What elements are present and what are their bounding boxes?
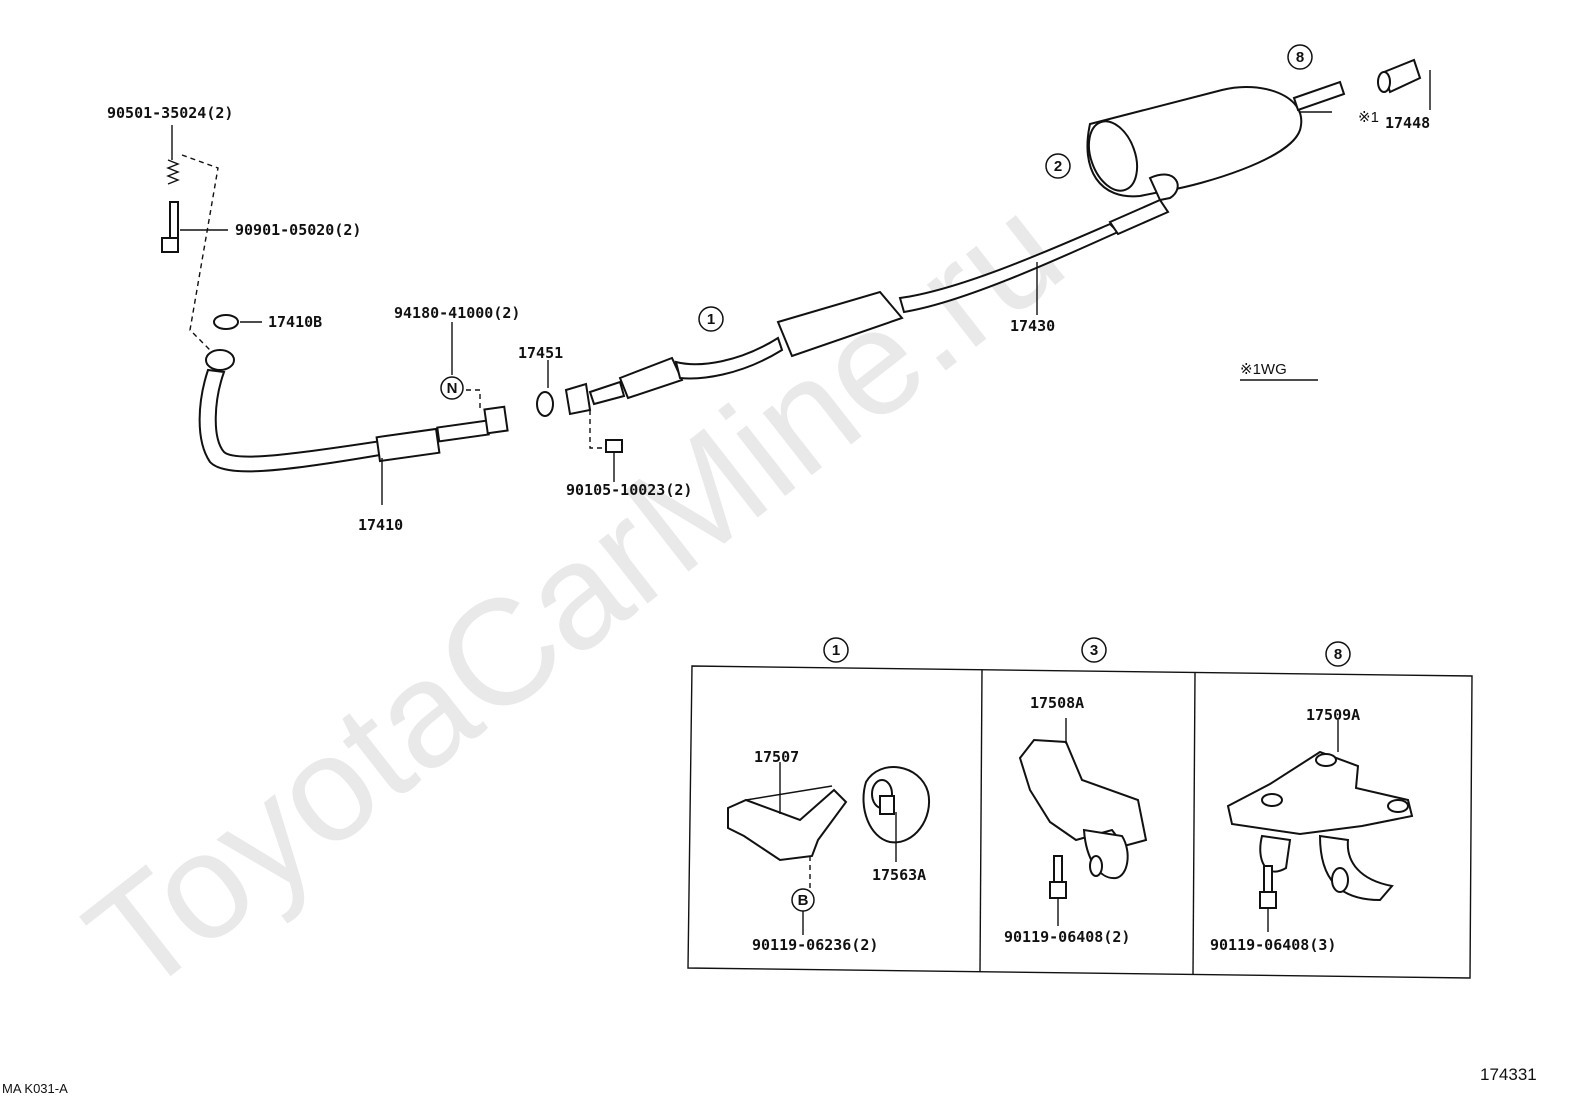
figure-number: 174331: [1480, 1065, 1537, 1084]
part-label-90501: 90501-35024(2): [107, 104, 233, 122]
gasket-17410b: [213, 314, 262, 330]
svg-text:3: 3: [1090, 642, 1098, 659]
diagram-code: MA K031-A: [2, 1081, 68, 1096]
nut-callout-n: N: [440, 322, 481, 410]
callout-8-upper: 8: [1287, 44, 1313, 70]
svg-text:B: B: [798, 892, 809, 909]
part-label-90119-06408-3: 90119-06408(3): [1210, 936, 1336, 954]
svg-text:8: 8: [1296, 49, 1304, 66]
part-label-94180: 94180-41000(2): [394, 304, 520, 322]
detail-box: [687, 665, 1473, 979]
part-label-17448: 17448: [1385, 114, 1430, 132]
spring-bolt-assembly: [161, 125, 228, 351]
part-label-90119-06236: 90119-06236(2): [752, 936, 878, 954]
gasket-17451: [536, 360, 554, 417]
svg-text:1: 1: [707, 311, 715, 328]
svg-text:N: N: [447, 380, 458, 397]
part-label-17430: 17430: [1010, 317, 1055, 335]
part-label-90119-06408-2: 90119-06408(2): [1004, 928, 1130, 946]
part-label-17410b: 17410B: [268, 313, 322, 331]
detail-section-8: 8: [1226, 641, 1414, 932]
front-exhaust-pipe-17410: [198, 349, 509, 505]
svg-text:8: 8: [1334, 646, 1342, 663]
note-mark-1wg: ※1WG: [1240, 361, 1318, 381]
callout-2-upper: 2: [1045, 153, 1071, 179]
detail-section-3: 3: [1018, 637, 1148, 926]
part-label-90105: 90105-10023(2): [566, 481, 692, 499]
part-label-17507: 17507: [754, 748, 799, 766]
part-label-17451: 17451: [518, 344, 563, 362]
part-label-17563a: 17563A: [872, 866, 926, 884]
detail-section-1: 1 B: [727, 637, 931, 935]
svg-text:2: 2: [1054, 158, 1062, 175]
tail-muffler: [1086, 58, 1431, 202]
part-label-17448-mark: ※1: [1358, 109, 1379, 126]
part-label-17509a: 17509A: [1306, 706, 1360, 724]
part-label-90901: 90901-05020(2): [235, 221, 361, 239]
svg-text:1: 1: [832, 642, 840, 659]
part-label-17508a: 17508A: [1030, 694, 1084, 712]
svg-text:※1WG: ※1WG: [1240, 361, 1287, 378]
center-exhaust-pipe-17430: [564, 198, 1170, 482]
part-label-17410: 17410: [358, 516, 403, 534]
callout-1-upper: 1: [698, 306, 724, 332]
